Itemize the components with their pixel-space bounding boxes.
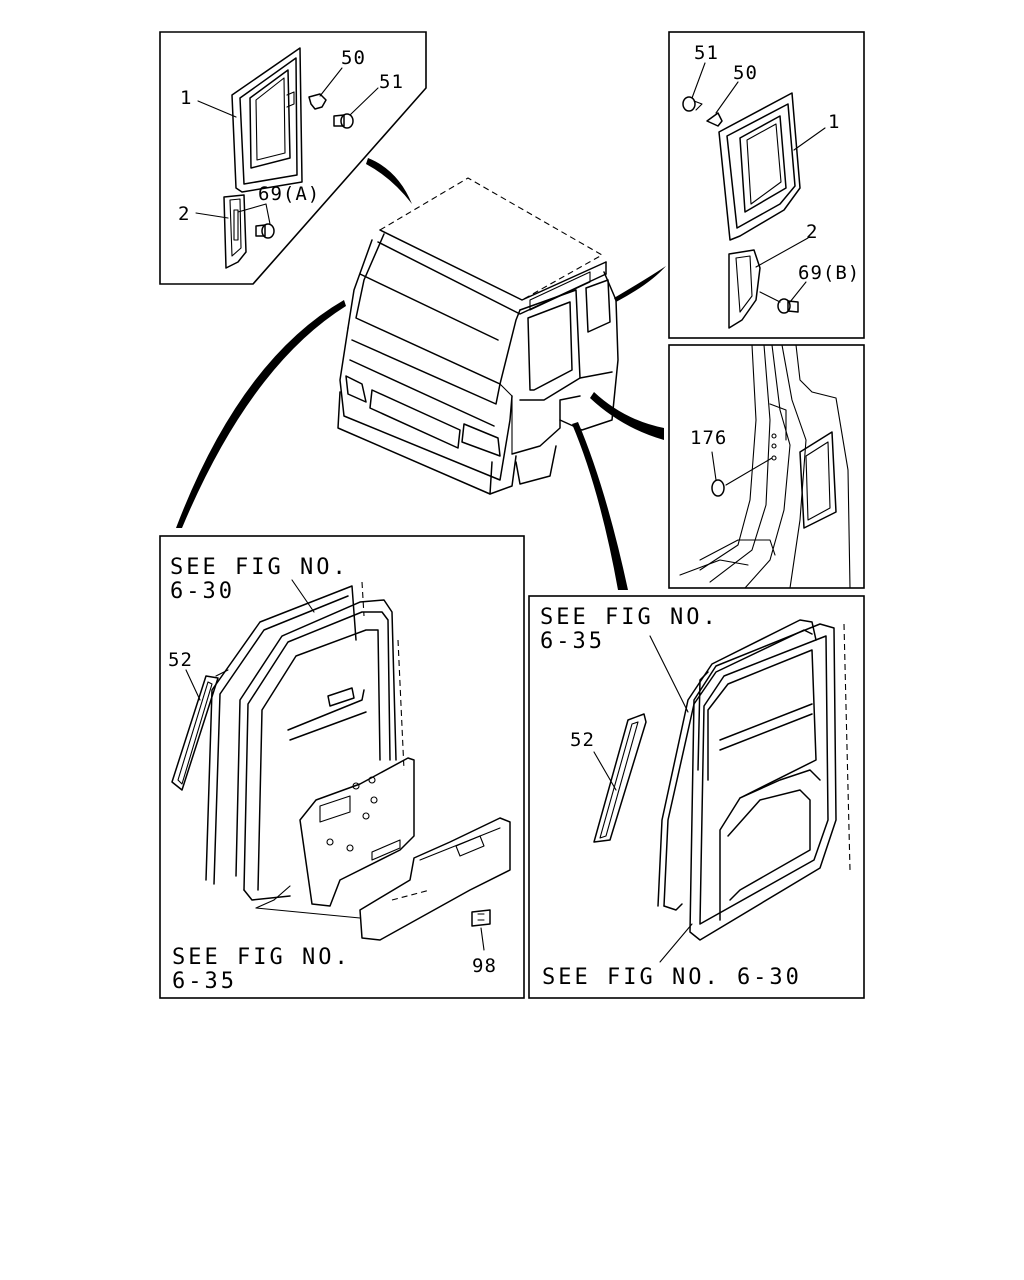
clip-part: [706, 112, 723, 127]
callout-part-50: 50: [733, 62, 758, 84]
pillar-weatherstrip-part: [171, 669, 229, 791]
pointer-to-bottom-left: [176, 300, 346, 528]
panel-bottom-left-frame: [159, 535, 525, 999]
callout-part-1: 1: [180, 87, 192, 109]
pointer-to-top-left: [366, 158, 412, 204]
quarter-window-frame-part: [231, 47, 303, 193]
screw-part: [255, 223, 275, 239]
callout-part-69a: 69(A): [258, 183, 320, 205]
door-trim-panel: [299, 757, 415, 907]
panel-top-right: 51 50 1 2 69(B): [668, 31, 865, 339]
pointer-to-middle-right: [590, 392, 664, 440]
quarter-window-frame-part: [718, 92, 801, 241]
pillar-trim-part: [223, 194, 247, 269]
callout-part-51: 51: [379, 71, 404, 93]
pillar-trim-part: [728, 249, 761, 329]
see-fig-ref-bottom-num: 6-35: [172, 969, 237, 994]
pointer-to-top-right: [614, 266, 666, 302]
screw-part: [682, 96, 703, 112]
clip-part: [308, 93, 327, 110]
detail-pointers: [176, 158, 666, 590]
pointer-to-bottom-right: [572, 422, 628, 590]
armrest-trim: [359, 817, 511, 941]
callout-part-51: 51: [694, 42, 719, 64]
screw-part: [777, 298, 799, 314]
see-fig-ref-top-num: 6-35: [540, 629, 605, 654]
panel-bottom-left: SEE FIG NO. 6-30 52 SEE FIG NO. 6-35 98: [159, 535, 525, 999]
panel-middle-right-frame: [668, 344, 865, 589]
see-fig-ref-bottom: SEE FIG NO.: [172, 945, 351, 970]
door-pillar-detail: [679, 344, 851, 589]
callout-part-98: 98: [472, 955, 497, 977]
panel-top-right-frame: [668, 31, 865, 339]
panel-middle-right: 176: [668, 344, 865, 589]
panel-top-left: 1 2 50 51 69(A): [159, 31, 427, 285]
callout-part-52: 52: [570, 729, 595, 751]
see-fig-ref-bottom: SEE FIG NO. 6-30: [542, 965, 802, 990]
see-fig-ref-top-num: 6-30: [170, 579, 235, 604]
callout-part-176: 176: [690, 427, 727, 449]
see-fig-ref-top: SEE FIG NO.: [540, 605, 719, 630]
screw-part: [333, 113, 354, 129]
panel-bottom-right-frame: [528, 595, 865, 999]
callout-part-2: 2: [178, 203, 190, 225]
clip-part: [471, 909, 491, 927]
callout-part-50: 50: [341, 47, 366, 69]
callout-part-69b: 69(B): [798, 262, 860, 284]
pillar-weatherstrip-part: [593, 713, 647, 843]
door-assembly: [657, 619, 851, 941]
callout-part-52: 52: [168, 649, 193, 671]
door-assembly: [205, 581, 431, 901]
see-fig-ref-top: SEE FIG NO.: [170, 555, 349, 580]
truck-cab-illustration: [337, 177, 619, 495]
plug-part: [711, 479, 725, 497]
panel-bottom-right: SEE FIG NO. 6-35 52 SEE FIG NO. 6-30: [528, 595, 865, 999]
callout-part-1: 1: [828, 111, 840, 133]
panel-top-left-frame: [159, 31, 427, 285]
callout-part-2: 2: [806, 221, 818, 243]
